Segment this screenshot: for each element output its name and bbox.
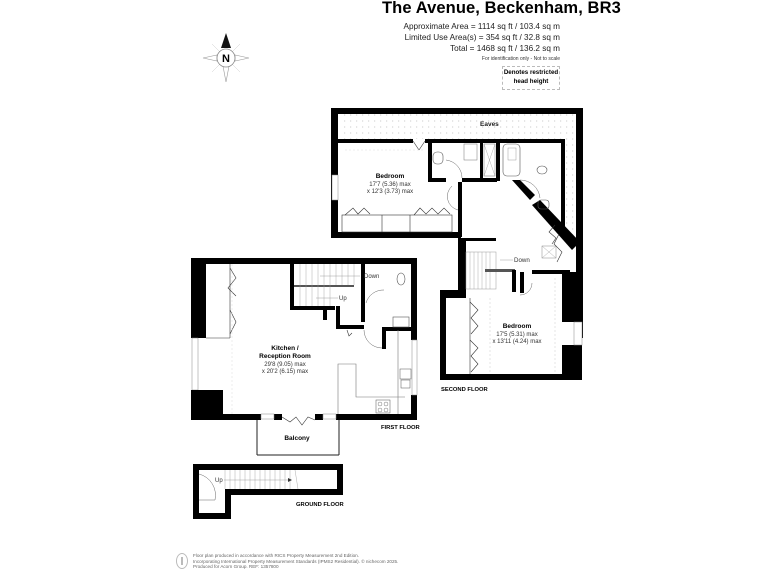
- kitchen-reception-label: Kitchen / Reception Room 29'8 (9.05) max…: [259, 345, 311, 375]
- footer-line-2: Incorporating International Property Mea…: [193, 558, 399, 564]
- svg-text:Bedroom: Bedroom: [503, 323, 532, 330]
- second-floor-plan: Down Eaves Bedroom 17'7 (5.36) max x 12'…: [331, 108, 583, 393]
- restricted-height-legend: Denotes restricted head height: [502, 66, 560, 90]
- svg-text:Down: Down: [514, 257, 530, 264]
- footer-line-3: Produced for Acorn Group. REF: 1357800: [193, 564, 279, 570]
- first-floor-plan: Balcony Down Up: [191, 258, 420, 456]
- property-title: The Avenue, Beckenham, BR3: [382, 0, 621, 17]
- svg-text:17'5 (5.31) max: 17'5 (5.31) max: [496, 332, 538, 338]
- svg-text:Down: Down: [364, 274, 379, 280]
- compass-rose-icon: N: [202, 33, 250, 83]
- svg-text:Up: Up: [339, 296, 347, 302]
- svg-text:29'8 (9.05) max: 29'8 (9.05) max: [264, 362, 306, 368]
- bedroom-2-label: Bedroom 17'5 (5.31) max x 13'11 (4.24) m…: [492, 323, 541, 345]
- svg-text:Reception Room: Reception Room: [259, 353, 311, 360]
- svg-text:GROUND FLOOR: GROUND FLOOR: [296, 502, 344, 508]
- total-area: Total = 1468 sq ft / 136.2 sq m: [450, 44, 560, 53]
- bedroom-1-label: Bedroom 17'7 (5.36) max x 12'3 (3.73) ma…: [367, 173, 413, 195]
- scale-note: For identification only - Not to scale: [481, 56, 560, 62]
- svg-text:Eaves: Eaves: [480, 121, 499, 128]
- svg-text:SECOND FLOOR: SECOND FLOOR: [441, 387, 489, 393]
- svg-text:17'7 (5.36) max: 17'7 (5.36) max: [369, 182, 411, 188]
- svg-text:x 12'3 (3.73) max: x 12'3 (3.73) max: [367, 189, 413, 195]
- rics-info-icon: [176, 553, 188, 569]
- svg-text:Kitchen /: Kitchen /: [271, 345, 299, 352]
- footer-line-1: Floor plan produced in accordance with R…: [193, 553, 359, 558]
- svg-text:Up: Up: [215, 478, 223, 484]
- svg-text:N: N: [222, 53, 230, 65]
- ground-floor-plan: Up GROUND FLOOR: [193, 464, 344, 519]
- svg-text:x 20'2 (6.15) max: x 20'2 (6.15) max: [262, 369, 308, 375]
- approximate-area: Approximate Area = 1114 sq ft / 103.4 sq…: [403, 22, 560, 31]
- limited-use-area: Limited Use Area(s) = 354 sq ft / 32.8 s…: [404, 33, 560, 42]
- svg-text:Balcony: Balcony: [284, 435, 310, 442]
- svg-text:x 13'11 (4.24) max: x 13'11 (4.24) max: [492, 339, 541, 345]
- area-summary: Approximate Area = 1114 sq ft / 103.4 sq…: [404, 21, 560, 54]
- svg-text:FIRST FLOOR: FIRST FLOOR: [381, 425, 420, 431]
- svg-text:Bedroom: Bedroom: [376, 173, 405, 180]
- footer: Floor plan produced in accordance with R…: [176, 553, 398, 570]
